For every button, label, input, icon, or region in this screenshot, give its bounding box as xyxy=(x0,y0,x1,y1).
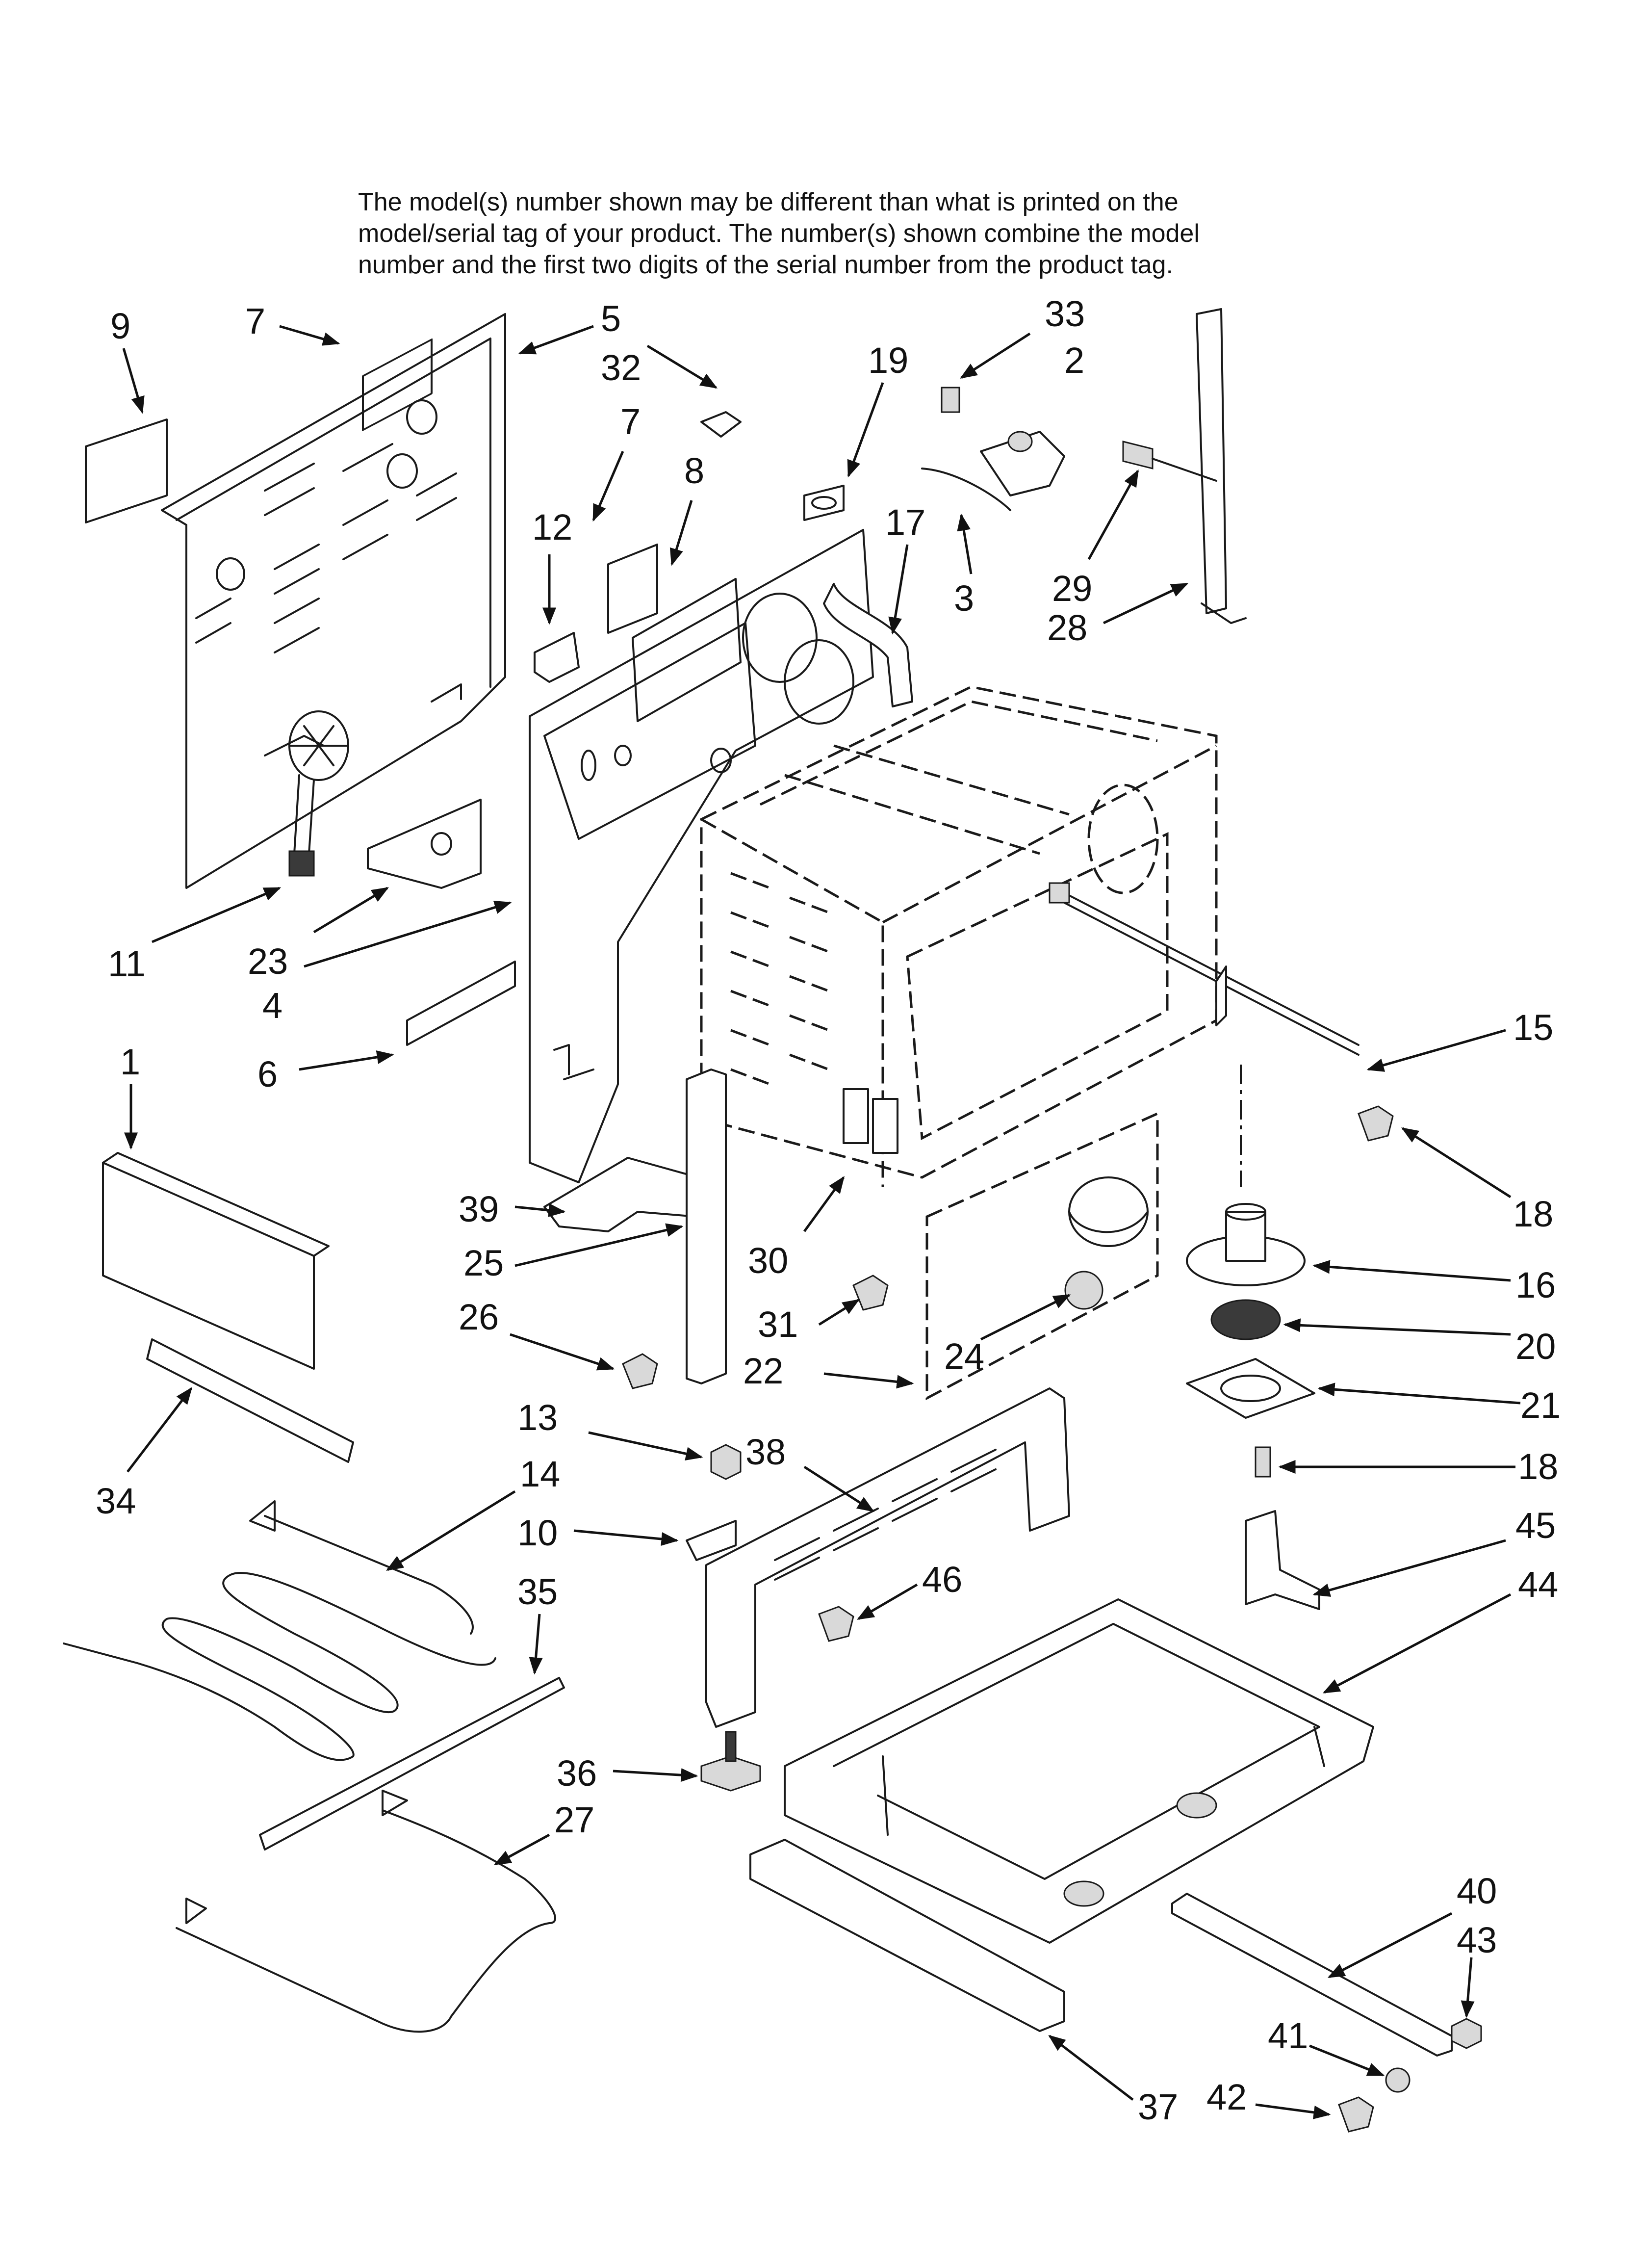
callout-34: 34 xyxy=(96,1481,136,1521)
terminal-block xyxy=(534,544,658,683)
callout-44: 44 xyxy=(1518,1564,1558,1605)
callout-12: 12 xyxy=(532,507,572,547)
callout-25: 25 xyxy=(463,1243,504,1283)
anti-tip-floor-bracket xyxy=(1245,1510,1320,1610)
callout-numbers: 9 7 5 32 7 8 12 19 33 2 3 17 29 28 11 23… xyxy=(96,293,1561,2127)
oven-frame xyxy=(529,529,874,1183)
callout-7b: 7 xyxy=(620,401,641,442)
callout-22: 22 xyxy=(743,1351,783,1391)
thermostat-assembly xyxy=(700,387,1065,511)
callout-14: 14 xyxy=(520,1454,560,1494)
drawer-slide xyxy=(1171,1893,1482,2133)
callout-3: 3 xyxy=(954,578,974,619)
callout-2: 2 xyxy=(1064,340,1084,381)
callout-28: 28 xyxy=(1047,607,1087,648)
callout-17: 17 xyxy=(885,502,925,543)
fan-shield xyxy=(367,799,482,889)
element-rail xyxy=(259,1677,565,1851)
callout-18: 18 xyxy=(1513,1194,1553,1234)
vent-assembly xyxy=(1186,1065,1315,1478)
callout-11: 11 xyxy=(108,943,146,984)
notice-line-3: number and the first two digits of the s… xyxy=(358,251,1173,279)
callout-38: 38 xyxy=(745,1432,786,1472)
bake-element xyxy=(176,1790,556,2033)
callout-leaders xyxy=(122,325,1521,2119)
callout-15: 15 xyxy=(1513,1007,1553,1048)
callout-23: 23 xyxy=(248,941,288,982)
callout-36: 36 xyxy=(557,1753,597,1794)
callout-10: 10 xyxy=(517,1512,558,1553)
access-cover xyxy=(85,418,168,523)
side-bracket-plate xyxy=(406,961,516,1046)
sensor-rod xyxy=(1049,882,1394,1142)
leveling-leg xyxy=(700,1731,761,1792)
lower-bracket xyxy=(543,1157,717,1232)
callout-6: 6 xyxy=(257,1054,278,1095)
callout-24: 24 xyxy=(944,1336,984,1377)
callout-39: 39 xyxy=(459,1189,499,1229)
callout-8: 8 xyxy=(684,450,704,491)
callout-18b: 18 xyxy=(1518,1446,1558,1487)
callout-31: 31 xyxy=(758,1304,798,1345)
vent-tube xyxy=(803,485,913,707)
door-switch xyxy=(843,1088,898,1311)
callout-26: 26 xyxy=(459,1297,499,1337)
callout-1: 1 xyxy=(120,1042,140,1082)
callout-37: 37 xyxy=(1138,2086,1178,2127)
callout-16: 16 xyxy=(1515,1265,1556,1305)
callout-13: 13 xyxy=(517,1397,558,1438)
callout-35: 35 xyxy=(517,1571,558,1612)
anti-tip-bracket xyxy=(1122,308,1247,624)
callout-19: 19 xyxy=(868,340,908,381)
callout-45: 45 xyxy=(1515,1505,1556,1546)
model-number-notice: The model(s) number shown may be differe… xyxy=(358,186,1359,281)
callout-4: 4 xyxy=(262,985,282,1026)
light-housing xyxy=(925,1112,1159,1401)
oven-cavity-dashed xyxy=(700,685,1218,1187)
callout-29: 29 xyxy=(1052,568,1092,609)
side-trim-column xyxy=(622,1069,727,1389)
callout-21: 21 xyxy=(1520,1385,1561,1426)
notice-line-2: model/serial tag of your product. The nu… xyxy=(358,219,1200,248)
callout-7: 7 xyxy=(245,301,265,341)
callout-46: 46 xyxy=(922,1559,962,1600)
convection-fan-motor xyxy=(264,710,349,877)
front-base-rail xyxy=(749,1839,1065,2032)
callout-42: 42 xyxy=(1206,2077,1247,2117)
base-pan xyxy=(784,1598,1374,1944)
rear-panel xyxy=(161,313,506,889)
callout-40: 40 xyxy=(1457,1871,1497,1911)
callout-30: 30 xyxy=(748,1240,788,1281)
callout-41: 41 xyxy=(1268,2015,1308,2056)
callout-33: 33 xyxy=(1045,293,1085,334)
lower-back-panel xyxy=(102,1152,354,1463)
front-frame xyxy=(686,1387,1070,1728)
callout-43: 43 xyxy=(1457,1920,1497,1960)
callout-27: 27 xyxy=(554,1799,594,1840)
callout-20: 20 xyxy=(1515,1326,1556,1367)
notice-line-1: The model(s) number shown may be differe… xyxy=(358,188,1179,216)
callout-5: 5 xyxy=(601,298,621,339)
broil-element xyxy=(63,1500,496,1761)
callout-32: 32 xyxy=(601,347,641,388)
callout-9: 9 xyxy=(110,306,130,346)
